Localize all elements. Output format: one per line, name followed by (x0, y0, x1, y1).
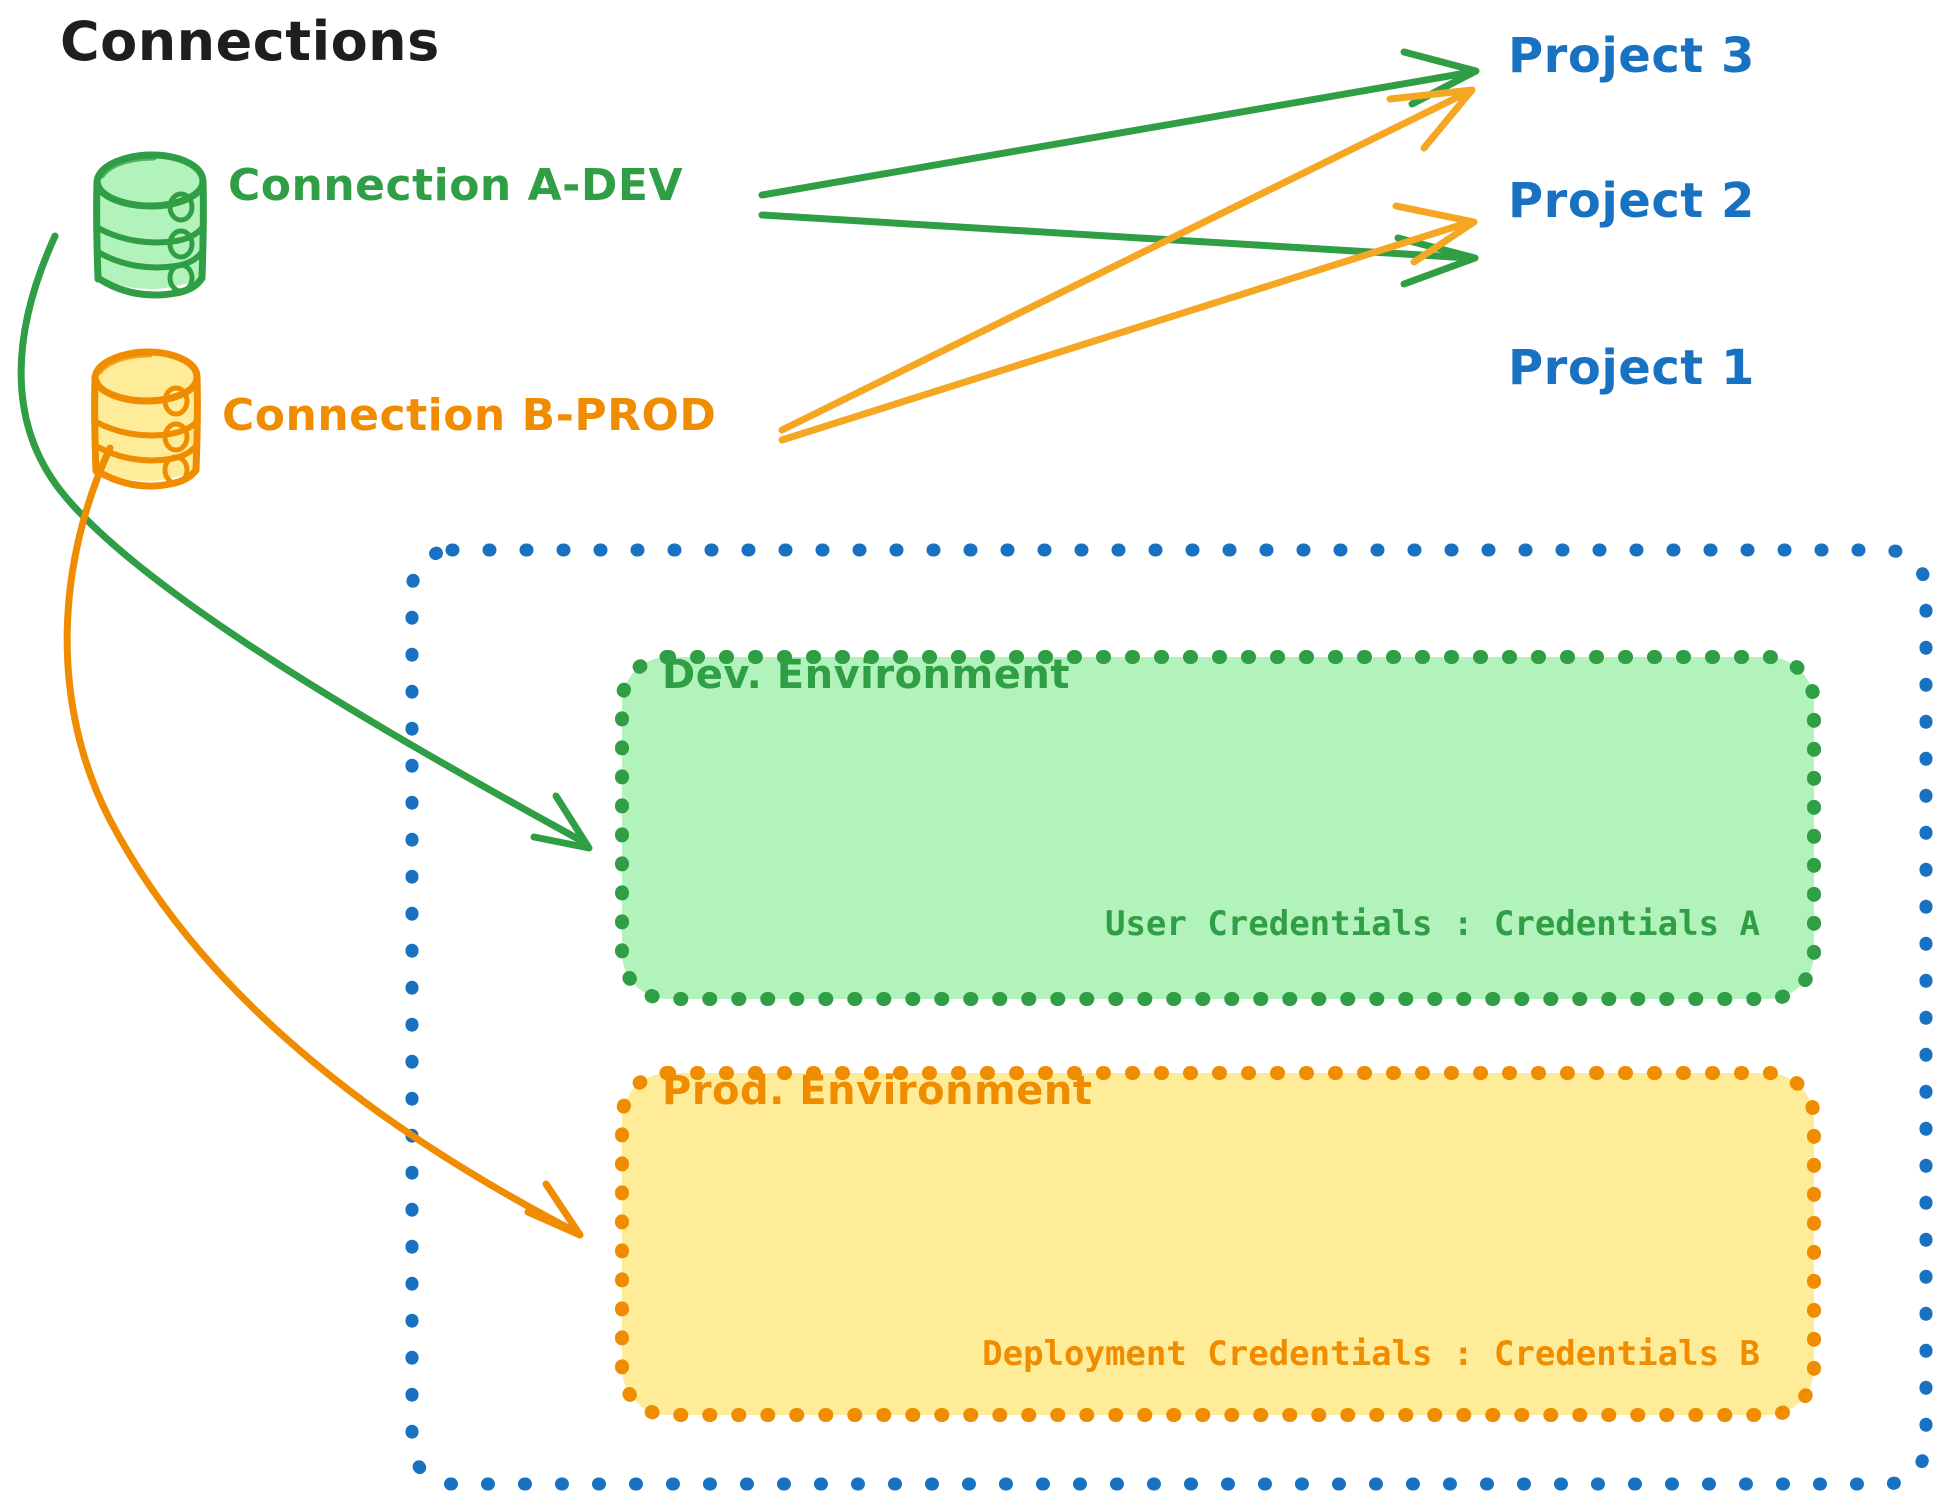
dev-environment-title: Dev. Environment (662, 652, 1070, 698)
database-cylinder-icon-green (93, 151, 207, 299)
dev-environment-credentials: User Credentials : Credentials A (1104, 904, 1760, 944)
page-title: Connections (60, 10, 440, 73)
connection-b-prod-label[interactable]: Connection B-PROD (222, 390, 717, 441)
arrow-conn-a-to-project-3 (758, 48, 1480, 199)
arrow-conn-b-to-project-2 (778, 202, 1478, 444)
project-1-label[interactable]: Project 1 (1508, 340, 1755, 396)
prod-environment-credentials: Deployment Credentials : Credentials B (982, 1334, 1760, 1374)
arrow-conn-b-to-project-3 (778, 86, 1476, 434)
connection-a-dev-label[interactable]: Connection A-DEV (228, 160, 684, 211)
dev-environment-box-border (615, 650, 1821, 1006)
arrow-conn-b-to-prod-environment (63, 444, 584, 1239)
arrow-conn-a-to-dev-environment (17, 232, 593, 852)
prod-environment-title: Prod. Environment (662, 1068, 1093, 1114)
project-2-label[interactable]: Project 2 (1508, 173, 1755, 229)
dev-environment-box-fill (622, 657, 1814, 999)
database-cylinder-icon-orange (91, 348, 201, 490)
arrow-conn-a-to-project-2 (758, 211, 1479, 288)
project-3-label[interactable]: Project 3 (1508, 28, 1755, 84)
